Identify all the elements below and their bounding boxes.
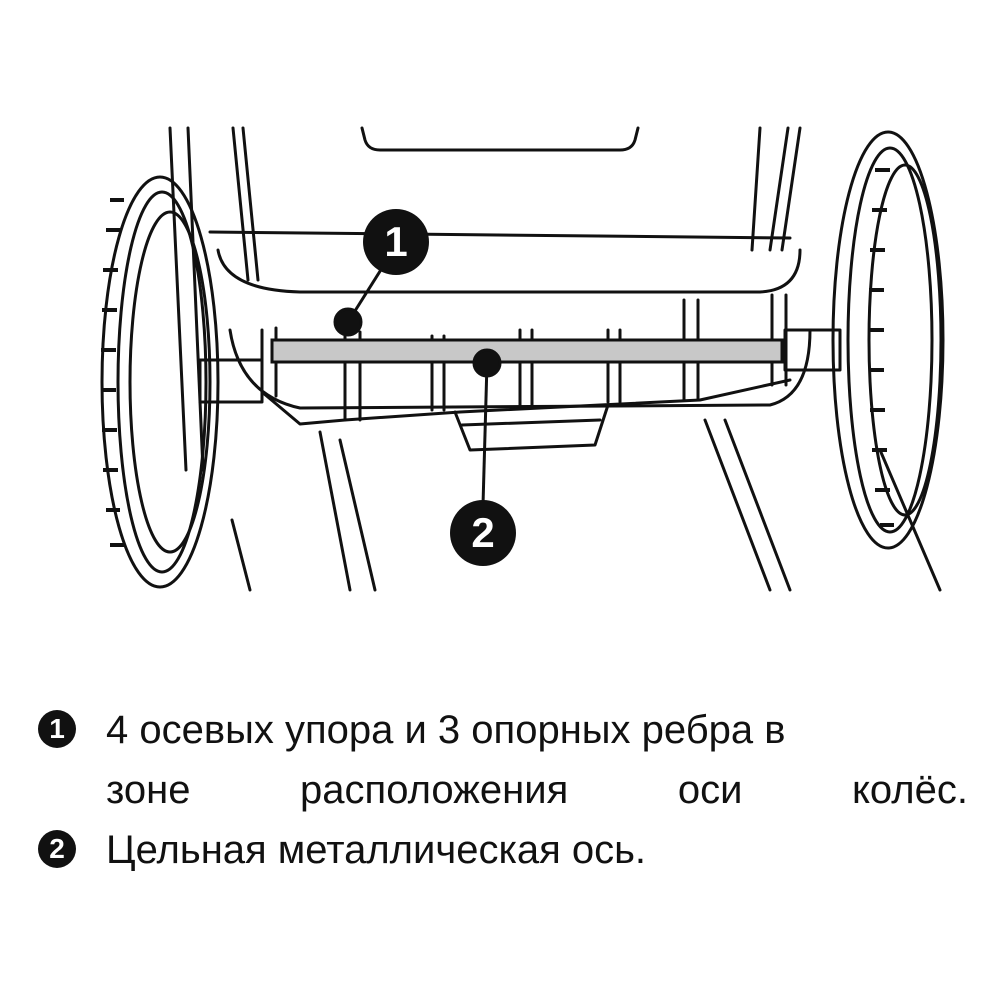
left-frame-tube xyxy=(168,126,188,472)
callout-1-badge: 1 xyxy=(363,209,429,275)
right-leg xyxy=(703,418,942,592)
right-wheel xyxy=(831,130,945,550)
cart-axle-diagram: 1 2 xyxy=(100,126,945,592)
legend-item-2-line-1: Цельная металлическая ось. xyxy=(106,828,647,872)
legend-badge-1: 1 xyxy=(38,710,76,748)
legend-item-1-line-1: 4 осевых упора и 3 опорных ребра в xyxy=(106,708,786,752)
callout-2-number: 2 xyxy=(471,509,494,556)
legend-item-2: 2 Цельная металлическая ось. xyxy=(38,820,968,880)
top-handle xyxy=(360,126,640,152)
legend-badge-2: 2 xyxy=(38,830,76,868)
legend-item-1-line-2: зоне расположения оси колёс. xyxy=(106,768,968,812)
fold-recess xyxy=(453,403,610,452)
callout-1-point xyxy=(333,307,363,337)
legend-item-1-cont: зоне расположения оси колёс. xyxy=(38,760,968,820)
left-wheel xyxy=(100,175,220,589)
legend-item-1: 1 4 осевых упора и 3 опорных ребра в xyxy=(38,700,968,760)
metal-axle xyxy=(270,338,784,364)
right-frame-tube xyxy=(768,126,790,252)
callout-2-point xyxy=(472,348,502,378)
cart-tray xyxy=(208,230,792,240)
callout-1-number: 1 xyxy=(384,218,407,265)
left-leg xyxy=(230,430,377,592)
legend: 1 4 осевых упора и 3 опорных ребра в зон… xyxy=(38,700,968,880)
callout-2-badge: 2 xyxy=(450,500,516,566)
